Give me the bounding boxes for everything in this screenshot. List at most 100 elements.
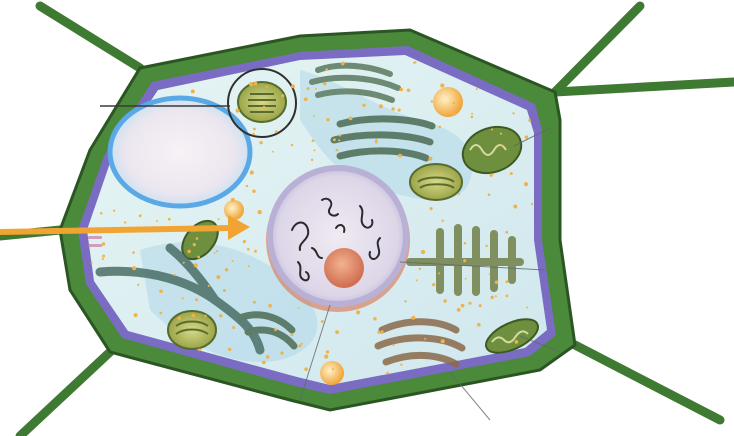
particle-dot (275, 130, 278, 133)
particle-dot (248, 265, 250, 267)
particle-dot (326, 118, 329, 121)
particle-dot (231, 198, 235, 202)
particle-dot (377, 331, 380, 334)
particle-dot (232, 260, 234, 262)
particle-dot (505, 280, 508, 283)
particle-dot (490, 296, 494, 300)
particle-dot (272, 151, 274, 153)
particle-dot (274, 328, 277, 331)
particle-dot (178, 317, 182, 321)
particle-dot (291, 84, 295, 88)
particle-dot (168, 218, 171, 221)
particle-dot (333, 138, 336, 141)
particle-dot (134, 313, 138, 317)
particle-dot (214, 252, 216, 254)
nucleolus (324, 248, 364, 288)
particle-dot (413, 62, 415, 64)
particle-dot (528, 119, 531, 122)
particle-dot (338, 139, 340, 141)
particle-dot (495, 281, 499, 285)
particle-dot (124, 221, 126, 223)
particle-dot (416, 279, 418, 281)
particle-dot (268, 304, 272, 308)
particle-dot (362, 104, 365, 107)
particle-dot (424, 338, 426, 340)
particle-dot (379, 104, 383, 108)
particle-dot (500, 132, 502, 134)
particle-dot (476, 88, 478, 90)
particle-dot (251, 84, 253, 86)
particle-dot (419, 268, 421, 270)
particle-dot (298, 344, 301, 347)
particle-dot (254, 250, 257, 253)
chloroplast-top (238, 82, 286, 122)
particle-dot (291, 144, 293, 146)
particle-dot (393, 344, 395, 346)
particle-dot (526, 306, 528, 308)
particle-dot (438, 126, 441, 129)
particle-dot (198, 348, 201, 351)
particle-dot (216, 250, 218, 252)
granule (320, 361, 344, 385)
particle-dot (301, 343, 303, 345)
particle-dot (304, 97, 308, 101)
particle-dot (471, 113, 473, 115)
particle-dot (223, 289, 226, 292)
particle-dot (407, 89, 411, 93)
particle-dot (290, 333, 293, 336)
particle-dot (440, 173, 443, 176)
particle-dot (491, 128, 493, 130)
granule (224, 200, 244, 220)
particle-dot (381, 330, 384, 333)
particle-dot (137, 284, 139, 286)
particle-dot (431, 100, 433, 102)
particle-dot (311, 159, 313, 161)
particle-dot (506, 295, 509, 298)
particle-dot (490, 173, 493, 176)
particle-dot (465, 278, 467, 280)
particle-dot (457, 308, 461, 312)
particle-dot (236, 109, 240, 113)
particle-dot (250, 170, 254, 174)
particle-dot (477, 323, 481, 327)
particle-dot (132, 266, 136, 270)
particle-dot (321, 320, 324, 323)
particle-dot (531, 203, 533, 205)
particle-dot (266, 86, 268, 88)
particle-dot (453, 102, 455, 104)
particle-dot (428, 157, 432, 161)
particle-dot (373, 317, 377, 321)
particle-dot (332, 368, 334, 370)
particle-dot (463, 259, 466, 262)
particle-dot (505, 231, 508, 234)
particle-dot (298, 307, 300, 309)
particle-dot (246, 185, 248, 187)
particle-dot (341, 62, 345, 66)
particle-dot (441, 339, 445, 343)
particle-dot (243, 240, 246, 243)
nucleus (266, 168, 410, 312)
particle-dot (197, 256, 200, 259)
particle-dot (315, 88, 317, 90)
particle-dot (489, 273, 491, 275)
particle-dot (247, 248, 250, 251)
particle-dot (102, 242, 106, 246)
particle-dot (525, 135, 529, 139)
particle-dot (479, 304, 482, 307)
particle-dot (313, 115, 315, 117)
particle-dot (193, 243, 196, 246)
particle-dot (173, 274, 175, 276)
particle-dot (182, 297, 184, 299)
particle-dot (495, 295, 497, 297)
particle-dot (391, 107, 394, 110)
particle-dot (228, 348, 231, 351)
particle-dot (159, 290, 162, 293)
particle-dot (452, 112, 456, 116)
particle-dot (515, 340, 519, 344)
particle-dot (421, 250, 425, 254)
particle-dot (191, 89, 195, 93)
particle-dot (252, 190, 255, 193)
particle-dot (304, 367, 308, 371)
particle-dot (102, 258, 104, 260)
